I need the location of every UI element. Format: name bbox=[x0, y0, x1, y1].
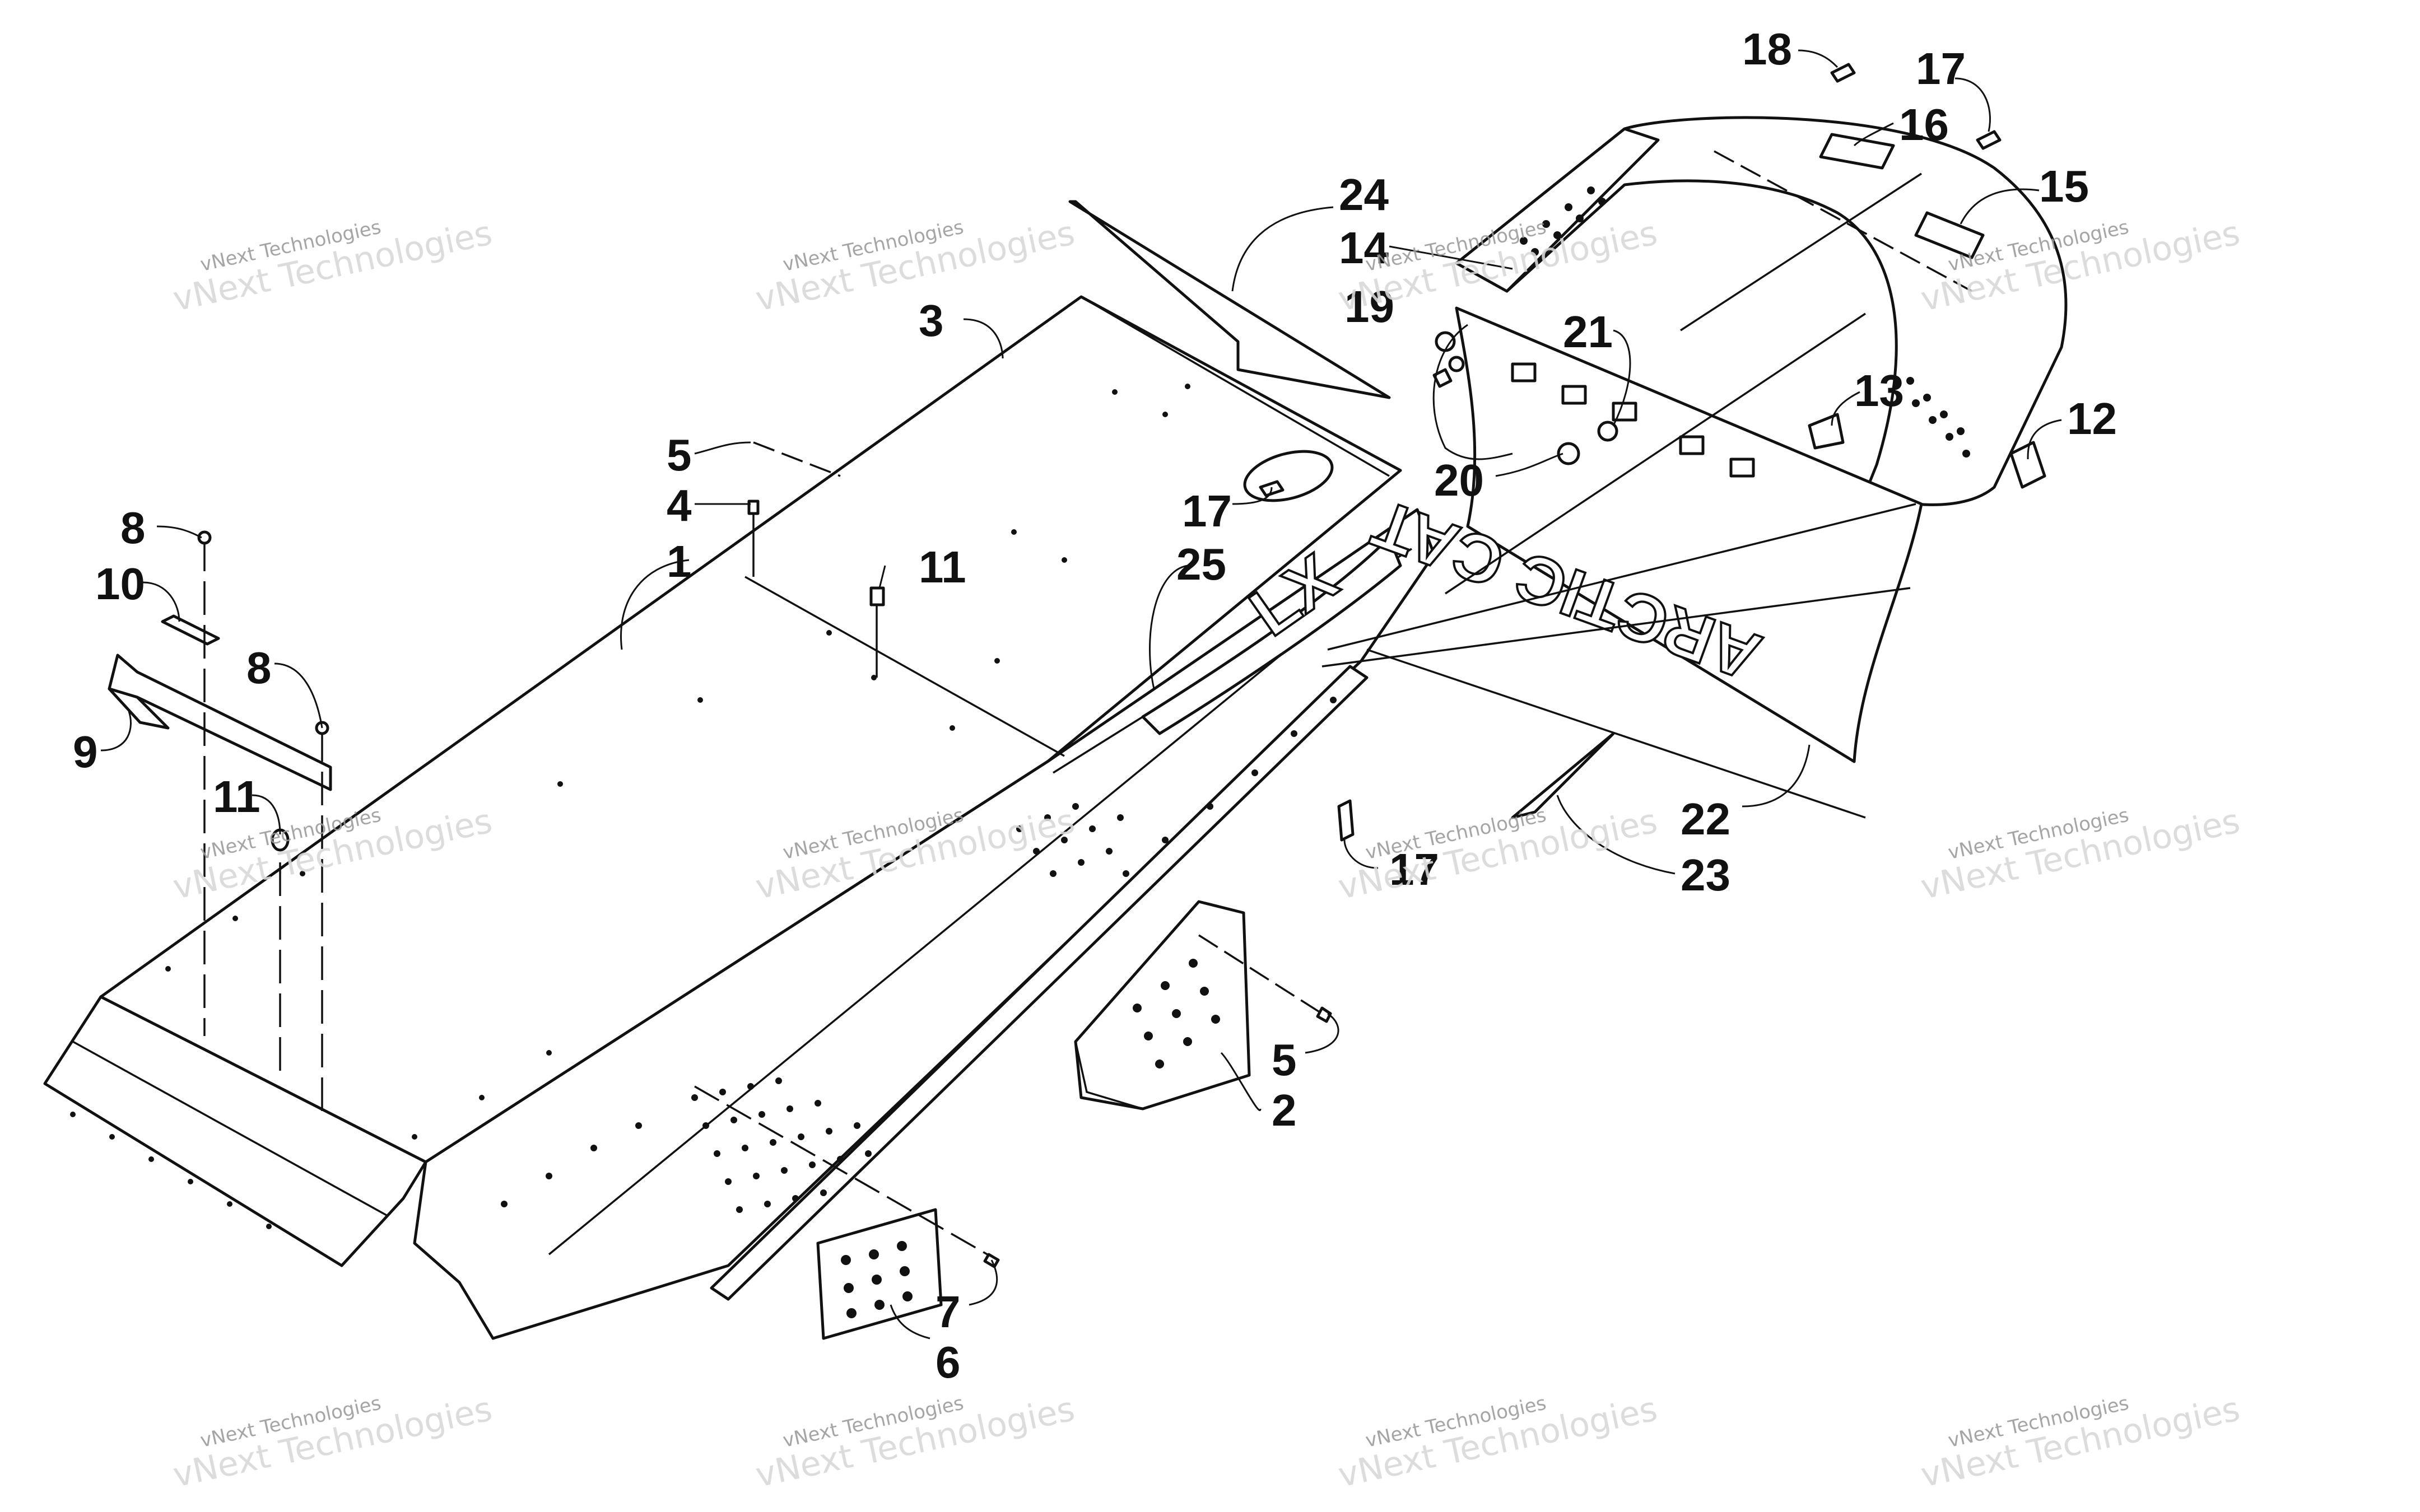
svg-text:21: 21 bbox=[1563, 307, 1613, 357]
grab-handle-15 bbox=[1914, 211, 1985, 259]
pad-part-10 bbox=[161, 614, 220, 646]
svg-text:5: 5 bbox=[1272, 1035, 1297, 1085]
side-panel-holes bbox=[501, 697, 1337, 1213]
callout-6: 6 bbox=[890, 1304, 961, 1387]
svg-text:20: 20 bbox=[1434, 455, 1484, 505]
svg-text:9: 9 bbox=[73, 727, 98, 777]
callout-15: 15 bbox=[1960, 161, 2089, 225]
lx-decal bbox=[1141, 536, 1402, 735]
callout-24: 24 bbox=[1231, 170, 1389, 292]
plate-part-6 bbox=[694, 1085, 1000, 1340]
svg-text:8: 8 bbox=[120, 503, 146, 553]
callout-8a: 8 bbox=[120, 503, 202, 553]
bracket-part-2 bbox=[1074, 900, 1251, 1110]
watermark-r3c1: vNext Technologies vNext Technologies bbox=[170, 1389, 496, 1495]
tunnel-assembly: LX bbox=[43, 295, 1436, 1340]
fastener-lines-left bbox=[197, 500, 885, 1114]
callout-14: 14 bbox=[1339, 223, 1513, 273]
callouts: 1 2 3 4 5 5 6 7 bbox=[73, 24, 2117, 1387]
callout-18: 18 bbox=[1742, 24, 1839, 74]
clip-part-12 bbox=[2009, 441, 2046, 489]
callout-20: 20 bbox=[1434, 452, 1563, 505]
callout-4: 4 bbox=[667, 480, 751, 530]
callout-17b: 17 bbox=[1182, 486, 1273, 536]
svg-text:2: 2 bbox=[1272, 1085, 1297, 1135]
svg-text:4: 4 bbox=[667, 480, 692, 530]
grab-bar-left-step bbox=[1455, 127, 1660, 293]
callout-9: 9 bbox=[73, 711, 132, 777]
svg-text:11: 11 bbox=[919, 542, 966, 592]
svg-text:25: 25 bbox=[1176, 539, 1226, 589]
watermark-r3c3: vNext Technologies vNext Technologies bbox=[1335, 1389, 1661, 1495]
svg-text:3: 3 bbox=[919, 296, 944, 346]
watermark-r3c4: vNext Technologies vNext Technologies bbox=[1918, 1389, 2244, 1495]
callout-3: 3 bbox=[919, 296, 1004, 359]
svg-text:18: 18 bbox=[1742, 24, 1792, 74]
callout-23: 23 bbox=[1556, 795, 1730, 900]
callout-16: 16 bbox=[1853, 100, 1949, 150]
mount-bracket bbox=[108, 614, 332, 791]
callout-12: 12 bbox=[2027, 394, 2117, 460]
svg-text:17: 17 bbox=[1389, 844, 1439, 894]
callout-1: 1 bbox=[620, 536, 692, 650]
svg-text:7: 7 bbox=[936, 1287, 961, 1337]
svg-text:16: 16 bbox=[1899, 100, 1949, 150]
callout-19: 19 bbox=[1344, 282, 1513, 460]
decal-part-24 bbox=[1068, 200, 1391, 399]
watermark-r1c1: vNext Technologies vNext Technologies bbox=[170, 213, 496, 319]
svg-text:5: 5 bbox=[667, 430, 692, 480]
svg-text:23: 23 bbox=[1681, 850, 1730, 900]
callout-7: 7 bbox=[936, 1259, 998, 1337]
watermark-r3c2: vNext Technologies vNext Technologies bbox=[752, 1389, 1078, 1495]
callout-13: 13 bbox=[1831, 366, 1904, 426]
callout-11b: 11 bbox=[213, 772, 281, 835]
callout-17a: 17 bbox=[1916, 44, 1991, 132]
screws bbox=[1259, 63, 2002, 842]
rear-bumper bbox=[1455, 116, 2068, 506]
callout-10: 10 bbox=[95, 559, 180, 622]
watermark-r1c2: vNext Technologies vNext Technologies bbox=[752, 213, 1078, 319]
footrest-bracket bbox=[1074, 900, 1332, 1110]
callout-11a: 11 bbox=[878, 542, 966, 592]
svg-text:10: 10 bbox=[95, 559, 145, 609]
watermark-r2c4: vNext Technologies vNext Technologies bbox=[1918, 801, 2244, 907]
snow-flap bbox=[1455, 306, 1923, 763]
svg-text:6: 6 bbox=[936, 1337, 961, 1387]
svg-text:22: 22 bbox=[1681, 794, 1730, 844]
svg-text:17: 17 bbox=[1182, 486, 1232, 536]
svg-text:14: 14 bbox=[1339, 223, 1389, 273]
svg-text:13: 13 bbox=[1854, 366, 1904, 416]
svg-text:11: 11 bbox=[213, 772, 260, 822]
callout-8b: 8 bbox=[246, 643, 323, 729]
svg-text:15: 15 bbox=[2039, 161, 2089, 211]
svg-text:19: 19 bbox=[1344, 282, 1394, 332]
deck-holes bbox=[70, 384, 1190, 1229]
callout-5a: 5 bbox=[667, 430, 841, 480]
callout-17c: 17 bbox=[1343, 839, 1439, 894]
callout-22: 22 bbox=[1681, 744, 1811, 844]
assembly-lines bbox=[1321, 172, 1922, 819]
svg-text:17: 17 bbox=[1916, 44, 1966, 94]
callout-25: 25 bbox=[1149, 539, 1226, 689]
clip-part-13 bbox=[1808, 413, 1845, 450]
grab-bar-frame bbox=[1455, 116, 2068, 506]
svg-text:8: 8 bbox=[246, 643, 272, 693]
watermark-r2c3: vNext Technologies vNext Technologies bbox=[1335, 801, 1661, 907]
callout-2: 2 bbox=[1220, 1052, 1297, 1135]
svg-text:24: 24 bbox=[1339, 170, 1389, 220]
svg-text:12: 12 bbox=[2067, 394, 2117, 444]
side-rail bbox=[710, 665, 1369, 1301]
grab-handle-16 bbox=[1819, 133, 1895, 170]
callout-21: 21 bbox=[1563, 307, 1631, 426]
svg-text:1: 1 bbox=[667, 536, 692, 586]
decal-part-23 bbox=[1511, 732, 1615, 819]
callout-5b: 5 bbox=[1272, 1012, 1339, 1085]
